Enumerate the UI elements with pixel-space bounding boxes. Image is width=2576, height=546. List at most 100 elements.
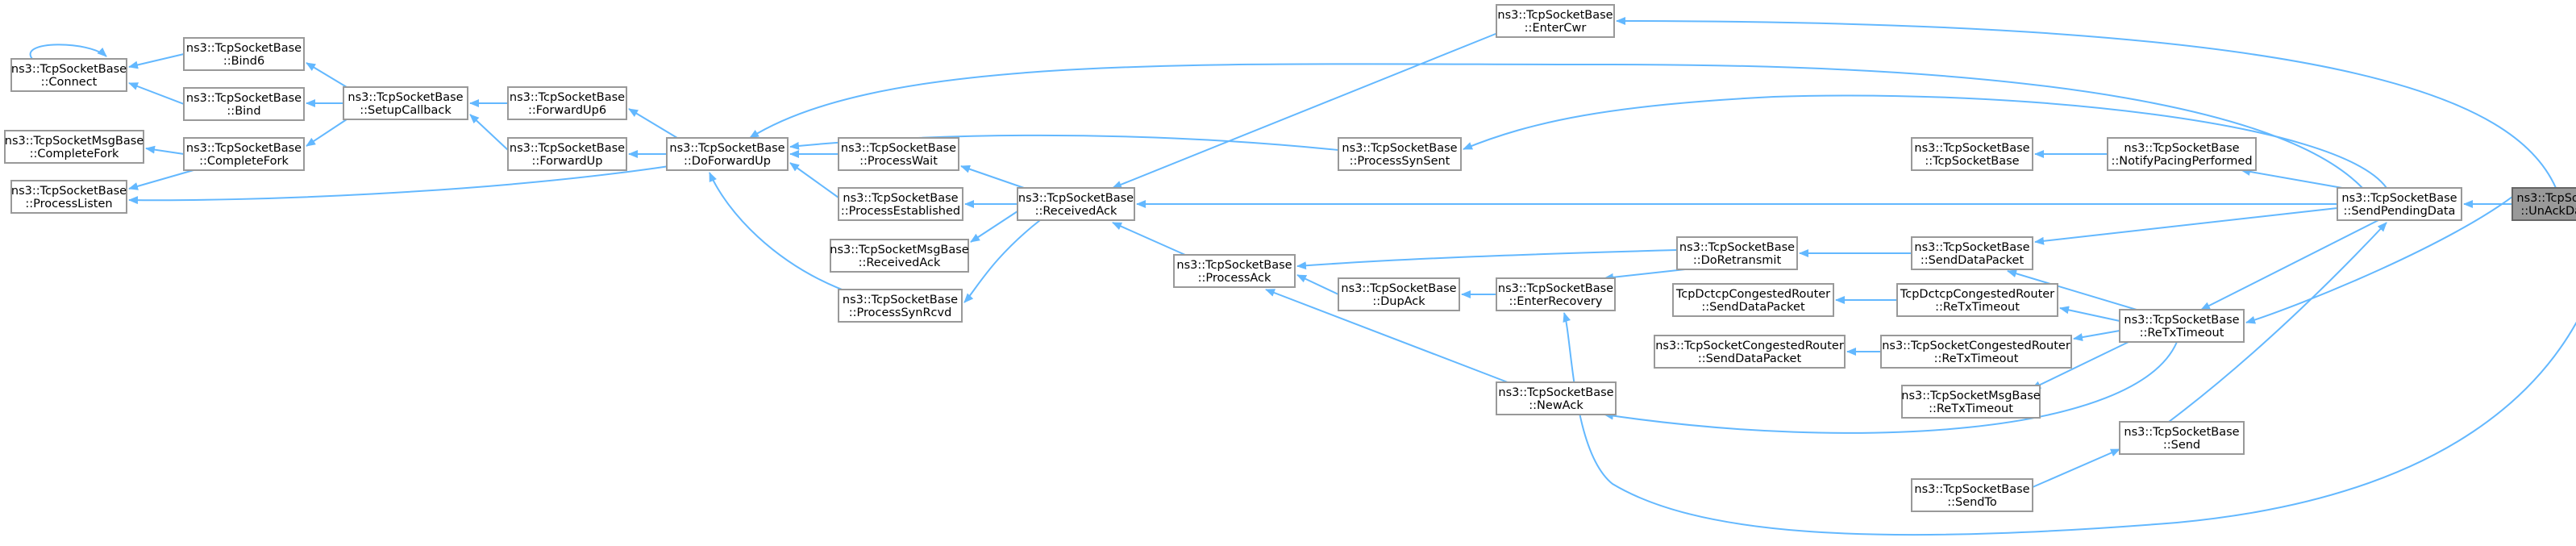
node-processwait[interactable]: ns3::TcpSocketBase::ProcessWait — [838, 137, 959, 171]
node-dctcp-senddatapacket[interactable]: TcpDctcpCongestedRouter::SendDataPacket — [1672, 283, 1834, 317]
edge-processack-receivedack — [1112, 222, 1186, 256]
node-unackdatacount[interactable]: ns3::TcpSocketBase::UnAckDataCount — [2511, 187, 2576, 221]
node-label-line1: ns3::TcpSocketBase — [347, 91, 463, 104]
node-dctcp-retxtimeout[interactable]: TcpDctcpCongestedRouter::ReTxTimeout — [1896, 283, 2058, 317]
node-label-line2: ::SendTo — [1947, 496, 1997, 509]
edge-bind6-connect — [128, 53, 185, 69]
node-retxtimeout[interactable]: ns3::TcpSocketBase::ReTxTimeout — [2119, 309, 2245, 343]
node-label-line2: ::ProcessWait — [859, 155, 938, 168]
node-label-line1: ns3::TcpSocketMsgBase — [1901, 390, 2041, 402]
edge-processestablished-doforwardup — [789, 162, 839, 198]
node-label-line1: ns3::TcpSocketBase — [2341, 192, 2457, 205]
node-box — [2337, 187, 2462, 221]
node-box — [507, 86, 627, 120]
node-tcpsocketbase-ctor[interactable]: ns3::TcpSocketBase::TcpSocketBase — [1911, 137, 2033, 171]
node-label-line2: ::ReceivedAck — [859, 256, 941, 269]
node-box — [1911, 137, 2033, 171]
node-sendpendingdata[interactable]: ns3::TcpSocketBase::SendPendingData — [2337, 187, 2462, 221]
node-dupack[interactable]: ns3::TcpSocketBase::DupAck — [1338, 277, 1460, 311]
node-label-line1: ns3::TcpSocketBase — [1497, 9, 1613, 22]
node-label-line1: ns3::TcpSocketBase — [1498, 282, 1613, 295]
node-completefork[interactable]: ns3::TcpSocketBase::CompleteFork — [183, 137, 305, 171]
node-label-line1: ns3::TcpSocketBase — [1341, 282, 1456, 295]
edge-retxtimeout-congretxtimeout — [2073, 330, 2120, 342]
node-processsynrcvd[interactable]: ns3::TcpSocketBase::ProcessSynRcvd — [838, 289, 963, 323]
node-label-line1: ns3::TcpSocketCongestedRouter — [1882, 340, 2070, 352]
node-setupcallback[interactable]: ns3::TcpSocketBase::SetupCallback — [343, 86, 468, 120]
node-processlisten[interactable]: ns3::TcpSocketBase::ProcessListen — [10, 180, 127, 214]
node-doforwardup[interactable]: ns3::TcpSocketBase::DoForwardUp — [666, 137, 789, 171]
node-box — [838, 289, 963, 323]
node-label-line2: ::DupAck — [1372, 295, 1425, 308]
node-label-line1: ns3::TcpSocketBase — [1914, 241, 2029, 254]
node-label-line2: ::UnAckDataCount — [2520, 205, 2576, 218]
node-processack[interactable]: ns3::TcpSocketBase::ProcessAck — [1173, 254, 1296, 288]
node-processsynsent[interactable]: ns3::TcpSocketBase::ProcessSynSent — [1338, 137, 1462, 171]
edge-bind-connect — [128, 82, 185, 105]
node-label-line1: ns3::TcpSocketBase — [510, 91, 625, 104]
edge-sendpendingdata-doforwardup — [749, 63, 2363, 189]
node-box — [2511, 187, 2576, 221]
node-senddatapacket[interactable]: ns3::TcpSocketBase::SendDataPacket — [1911, 236, 2033, 270]
node-box — [183, 37, 305, 71]
node-box — [1496, 277, 1616, 311]
edge-retxtimeout-msgretxtimeout — [2031, 341, 2129, 390]
node-label-line1: ns3::TcpSocketCongestedRouter — [1655, 340, 1844, 352]
node-newack[interactable]: ns3::TcpSocketBase::NewAck — [1496, 381, 1617, 415]
node-label-line1: ns3::TcpSocketMsgBase — [5, 135, 144, 148]
node-label-line2: ::Bind6 — [223, 55, 264, 68]
edge-sendto-send — [2032, 448, 2120, 488]
node-label-line1: ns3::TcpSocketBase — [2124, 426, 2239, 439]
node-connect[interactable]: ns3::TcpSocketBase::Connect — [10, 58, 127, 92]
edge-completefork-msgcompletefork — [145, 145, 185, 155]
node-msg-receivedack[interactable]: ns3::TcpSocketMsgBase::ReceivedAck — [830, 239, 969, 273]
node-label-line1: ns3::TcpSocketBase — [843, 192, 958, 205]
node-entercwr[interactable]: ns3::TcpSocketBase::EnterCwr — [1496, 4, 1615, 38]
node-label-line1: ns3::TcpSocketBase — [1914, 142, 2029, 155]
node-label-line2: ::NotifyPacingPerformed — [2111, 155, 2252, 168]
node-label-line1: ns3::TcpSocketBase — [2516, 192, 2576, 205]
node-msg-retxtimeout[interactable]: ns3::TcpSocketMsgBase::ReTxTimeout — [1901, 385, 2041, 419]
node-label-line1: ns3::TcpSocketBase — [2124, 314, 2239, 327]
node-box — [2119, 309, 2245, 343]
node-cong-retxtimeout[interactable]: ns3::TcpSocketCongestedRouter::ReTxTimeo… — [1880, 335, 2072, 369]
node-bind[interactable]: ns3::TcpSocketBase::Bind — [183, 87, 305, 121]
node-box — [838, 137, 959, 171]
node-cong-senddatapacket[interactable]: ns3::TcpSocketCongestedRouter::SendDataP… — [1654, 335, 1846, 369]
node-receivedack[interactable]: ns3::TcpSocketBase::ReceivedAck — [1017, 187, 1135, 221]
node-label-line1: ns3::TcpSocketBase — [1342, 142, 1457, 155]
node-box — [2119, 421, 2245, 455]
node-label-line2: ::Connect — [41, 76, 98, 89]
node-send[interactable]: ns3::TcpSocketBase::Send — [2119, 421, 2245, 455]
node-bind6[interactable]: ns3::TcpSocketBase::Bind6 — [183, 37, 305, 71]
node-processestablished[interactable]: ns3::TcpSocketBase::ProcessEstablished — [838, 187, 963, 221]
node-label-line2: ::ProcessSynRcvd — [849, 306, 952, 319]
node-label-line1: ns3::TcpSocketBase — [841, 142, 956, 155]
node-box — [830, 239, 969, 273]
node-label-line1: ns3::TcpSocketBase — [1679, 241, 1795, 254]
node-box — [2107, 137, 2257, 171]
node-label-line2: ::Send — [2163, 439, 2200, 452]
node-forwardup[interactable]: ns3::TcpSocketBase::ForwardUp — [507, 137, 627, 171]
node-box — [1672, 283, 1834, 317]
node-label-line2: ::SendDataPacket — [1921, 254, 2025, 267]
edge-doretransmit-enterrecovery — [1604, 269, 1686, 281]
node-label-line2: ::ReceivedAck — [1035, 205, 1117, 218]
node-label-line1: ns3::TcpSocketBase — [2124, 142, 2239, 155]
node-msg-completefork[interactable]: ns3::TcpSocketMsgBase::CompleteFork — [4, 130, 144, 164]
edge-unackdatacount-enterrecovery — [1563, 312, 2576, 536]
node-label-line2: ::ReTxTimeout — [1934, 352, 2019, 365]
node-forwardup6[interactable]: ns3::TcpSocketBase::ForwardUp6 — [507, 86, 627, 120]
node-label-line2: ::ProcessSynSent — [1350, 155, 1450, 168]
edge-receivedack-processwait — [960, 165, 1025, 189]
node-enterrecovery[interactable]: ns3::TcpSocketBase::EnterRecovery — [1496, 277, 1616, 311]
node-label-line1: TcpDctcpCongestedRouter — [1900, 288, 2054, 301]
node-notifypacing[interactable]: ns3::TcpSocketBase::NotifyPacingPerforme… — [2107, 137, 2257, 171]
node-doretransmit[interactable]: ns3::TcpSocketBase::DoRetransmit — [1676, 236, 1798, 270]
node-sendto[interactable]: ns3::TcpSocketBase::SendTo — [1911, 478, 2033, 512]
node-box — [1901, 385, 2041, 419]
node-label-line1: ns3::TcpSocketBase — [1176, 259, 1292, 272]
edge-sendpendingdata-retxtimeout — [2200, 219, 2379, 311]
edge-sendpendingdata-processsynsent — [1463, 94, 2387, 189]
node-label-line1: ns3::TcpSocketBase — [186, 142, 302, 155]
